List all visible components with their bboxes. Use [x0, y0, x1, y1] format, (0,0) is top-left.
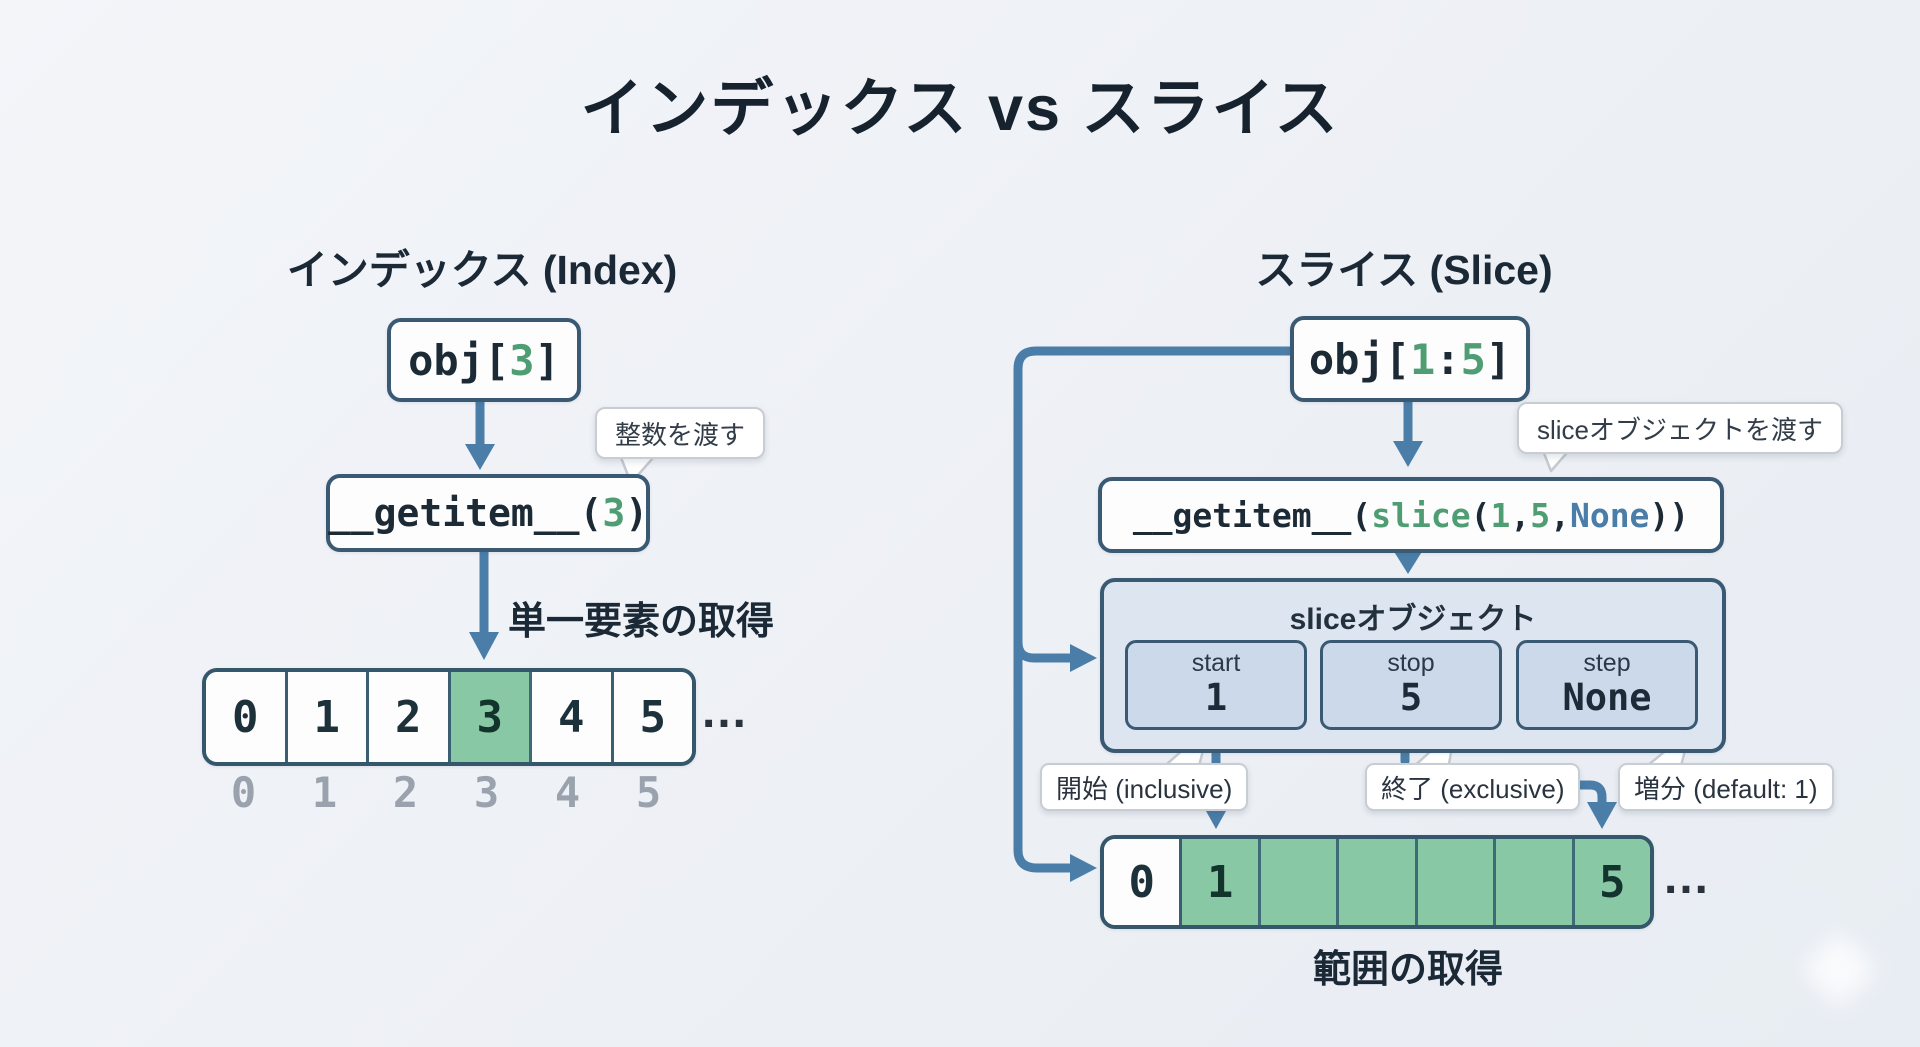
page-title: インデックス vs スライス [580, 74, 1340, 144]
obj-slice-stop: 5 [1460, 334, 1486, 384]
index-label: 4 [554, 768, 581, 817]
slice-array-ellipsis: … [1662, 851, 1713, 904]
getitem-index-pre: __getitem__( [327, 491, 603, 535]
index-array-cell: 5 [613, 672, 692, 762]
getitem-slice-sep2: , [1550, 495, 1570, 535]
stop-elbow [1571, 780, 1607, 808]
index-label: 5 [635, 768, 662, 817]
single-element-label: 単一要素の取得 [508, 601, 775, 643]
obj-index-code-box: obj[3] [387, 318, 581, 402]
slice-array-cell: 5 [1574, 839, 1650, 925]
getitem-slice-a2: 5 [1530, 495, 1551, 535]
index-label: 3 [473, 768, 500, 817]
slice-array-cell [1417, 839, 1497, 925]
bubble-stop-exclusive: 終了 (exclusive) [1365, 763, 1581, 811]
slice-field-stop: stop 5 [1320, 640, 1502, 730]
bubble-start-inclusive: 開始 (inclusive) [1040, 763, 1249, 811]
slice-field-stop-label: stop [1387, 648, 1435, 677]
slice-field-start: start 1 [1125, 640, 1307, 730]
getitem-index-box: __getitem__(3) [326, 474, 650, 552]
slice-header: スライス (Slice) [1255, 247, 1553, 293]
slice-field-step-label: step [1583, 648, 1631, 677]
tooltip-pass-slice-object: sliceオブジェクトを渡す [1517, 402, 1844, 454]
getitem-index-post: ) [625, 491, 649, 535]
index-label: 2 [392, 768, 419, 817]
index-header: インデックス (Index) [286, 247, 678, 293]
slice-field-stop-value: 5 [1399, 676, 1423, 720]
index-array-cell: 2 [369, 672, 451, 762]
getitem-slice-box: __getitem__(slice(1, 5, None)) [1098, 477, 1724, 553]
left-obj-arrowhead [465, 444, 495, 470]
getitem-slice-none: None [1569, 495, 1650, 535]
obj-index-pre: obj[ [408, 335, 510, 385]
left-getitem-arrowhead [469, 632, 499, 660]
right-getitem-arrowhead [1393, 550, 1423, 574]
slice-field-start-value: 1 [1204, 676, 1228, 720]
obj-index-arg: 3 [509, 335, 535, 385]
getitem-index-arg: 3 [602, 491, 626, 535]
index-array-cell: 1 [287, 672, 369, 762]
branch-arrowhead-slice [1070, 644, 1097, 672]
obj-slice-pre: obj[ [1308, 334, 1410, 384]
slice-array-cell: 0 [1104, 839, 1183, 925]
getitem-slice-a1: 1 [1490, 495, 1511, 535]
right-obj-arrowhead [1393, 441, 1423, 467]
slice-field-start-label: start [1191, 648, 1241, 677]
index-array-ellipsis: … [700, 685, 751, 738]
slice-array: 0 1 5 [1100, 835, 1654, 929]
index-array-cell: 3 [450, 672, 532, 762]
obj-slice-colon: : [1435, 334, 1461, 384]
index-labels-row: 0 1 2 3 4 5 [203, 768, 689, 817]
getitem-slice-post: )) [1649, 495, 1690, 535]
slice-object-panel: sliceオブジェクト start 1 stop 5 step None [1100, 578, 1726, 753]
obj-slice-start: 1 [1409, 334, 1436, 384]
branch-arrowhead-array [1070, 854, 1097, 882]
slice-connector-branch [1013, 637, 1075, 663]
range-label: 範囲の取得 [1312, 949, 1503, 991]
index-label: 1 [311, 768, 338, 817]
slice-field-step-value: None [1562, 676, 1652, 720]
index-array-cell: 4 [532, 672, 614, 762]
slice-field-step: step None [1516, 640, 1698, 730]
obj-slice-code-box: obj[1:5] [1290, 316, 1530, 402]
bubble-step-default: 増分 (default: 1) [1618, 763, 1834, 811]
index-array-cell: 0 [206, 672, 288, 762]
stop-arrowhead [1587, 802, 1617, 829]
obj-index-post: ] [534, 335, 560, 385]
tooltip-pass-integer: 整数を渡す [595, 407, 766, 459]
slice-array-cell [1339, 839, 1418, 925]
getitem-slice-sep1: , [1510, 495, 1531, 535]
slice-array-cell: 1 [1182, 839, 1261, 925]
slice-connector [1013, 346, 1295, 873]
index-array: 0 1 2 3 4 5 [202, 668, 696, 766]
getitem-slice-open: ( [1470, 495, 1491, 535]
obj-slice-post: ] [1485, 334, 1512, 384]
slice-array-cell [1496, 839, 1575, 925]
slice-object-title: sliceオブジェクト [1289, 603, 1537, 636]
getitem-slice-pre: __getitem__( [1132, 495, 1372, 535]
slice-array-cell [1260, 839, 1340, 925]
getitem-slice-kw: slice [1371, 495, 1471, 535]
index-label: 0 [230, 768, 257, 817]
